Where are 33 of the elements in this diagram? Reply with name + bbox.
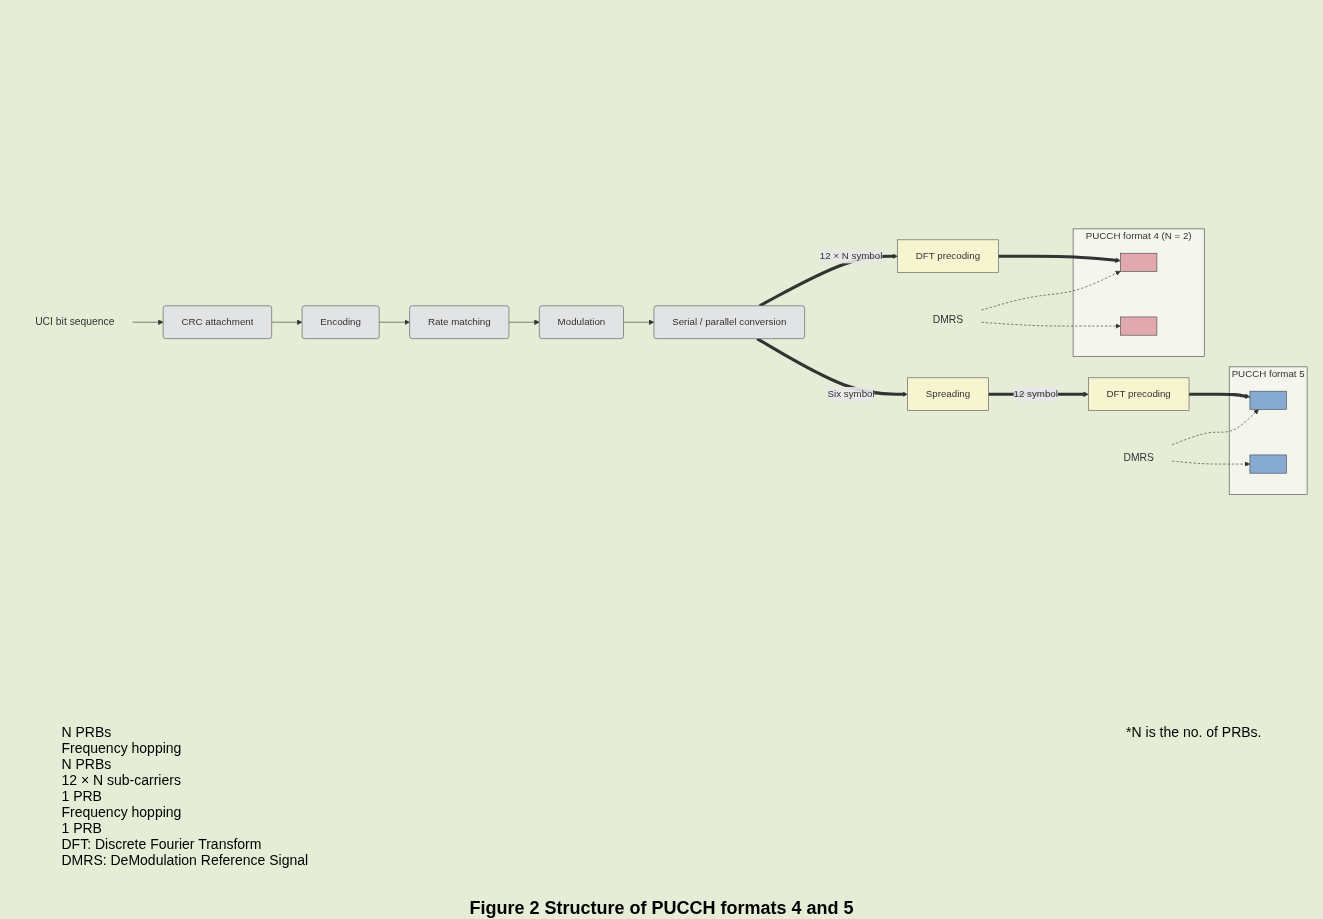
- note-text: 1 PRB: [61, 820, 103, 836]
- node-box: CRC attachment: [162, 305, 272, 340]
- note-text: *N is the no. of PRBs.: [1126, 724, 1262, 740]
- note-text: 1 PRB: [61, 788, 103, 804]
- cluster: PUCCH format 4 (N = 2): [1072, 228, 1205, 358]
- node-box: [1119, 253, 1157, 273]
- note-text: DMRS: DeModulation Reference Signal: [61, 852, 309, 868]
- cluster: PUCCH format 5: [1228, 366, 1307, 496]
- node-box: Rate matching: [408, 305, 509, 340]
- node-text: UCI bit sequence: [34, 316, 114, 329]
- node-box: Encoding: [301, 305, 379, 340]
- note-text: N PRBs: [61, 724, 113, 740]
- arrow: [997, 255, 1121, 264]
- edge-label: Six symbol: [827, 389, 875, 400]
- node-box: [1249, 454, 1287, 474]
- node-box: Modulation: [538, 305, 624, 340]
- node-box: DFT precoding: [1087, 377, 1189, 412]
- edge-label: 12 × N symbol: [819, 251, 882, 262]
- note-text: DFT: Discrete Fourier Transform: [61, 836, 263, 852]
- node-box: DFT precoding: [896, 239, 999, 274]
- figure-caption: Figure 2 Structure of PUCCH formats 4 and 5: [469, 898, 854, 919]
- node-box: [1119, 316, 1157, 336]
- node-box: Serial / parallel conversion: [653, 305, 805, 340]
- note-text: Frequency hopping: [61, 804, 183, 820]
- edge-label: 12 symbol: [1013, 389, 1058, 400]
- note-text: N PRBs: [61, 756, 113, 772]
- node-text: DMRS: [932, 314, 963, 326]
- arrow: [1188, 393, 1250, 400]
- node-text: DMRS: [1122, 452, 1154, 464]
- note-text: 12 × N sub-carriers: [61, 772, 182, 788]
- node-box: [1249, 391, 1287, 411]
- node-box: Spreading: [906, 377, 989, 412]
- note-text: Frequency hopping: [61, 740, 183, 756]
